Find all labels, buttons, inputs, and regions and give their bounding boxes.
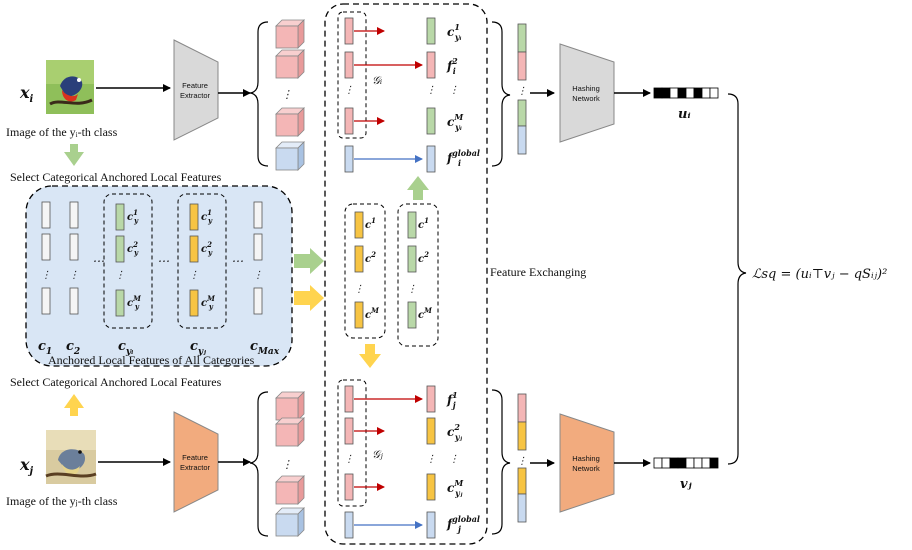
input-image-i	[46, 60, 94, 114]
svg-text:⋮: ⋮	[517, 86, 527, 97]
svg-text:⋮: ⋮	[354, 284, 364, 295]
svg-text:⋮: ⋮	[69, 270, 79, 281]
brace-left-top	[250, 22, 268, 166]
svg-text:…: …	[158, 251, 170, 265]
svg-text:Feature: Feature	[182, 81, 208, 90]
svg-text:⋮: ⋮	[449, 454, 459, 465]
svg-text:⋮: ⋮	[517, 456, 527, 467]
green-arrow-up	[407, 176, 429, 200]
svg-text:c1: c1	[418, 216, 429, 231]
svg-text:Hashing: Hashing	[572, 84, 600, 93]
svg-text:⋮: ⋮	[253, 270, 263, 281]
brace-right-top	[492, 22, 510, 166]
svg-text:⋮: ⋮	[282, 458, 293, 471]
green-arrow-right	[294, 248, 324, 274]
yellow-arrow-right	[294, 285, 324, 311]
svg-text:cM: cM	[365, 306, 379, 321]
svg-text:Extractor: Extractor	[180, 463, 211, 472]
svg-text:c2: c2	[418, 250, 429, 265]
code-label-v: vⱼ	[680, 477, 693, 492]
input-label-i: xi	[19, 83, 34, 105]
hashing-network-i: Hashing Network	[560, 44, 614, 142]
brace-left-bottom	[250, 392, 268, 536]
svg-text:Network: Network	[572, 464, 600, 473]
feature-cubes-j: ⋮	[276, 392, 304, 536]
feature-exchanging-label: Feature Exchanging	[490, 265, 586, 279]
yellow-arrow-down	[359, 344, 381, 368]
svg-text:⋮: ⋮	[282, 88, 293, 101]
hashing-network-j: Hashing Network	[560, 414, 614, 512]
svg-text:⋮: ⋮	[426, 454, 436, 465]
loss-formula: ℒsq = (uᵢ⊤vⱼ − qSᵢⱼ)²	[752, 267, 887, 282]
svg-text:c1: c1	[365, 216, 376, 231]
graph-label-i: 𝒢ᵢ	[372, 74, 382, 87]
svg-text:⋮: ⋮	[189, 270, 199, 281]
svg-text:…: …	[232, 251, 244, 265]
graph-label-j: 𝒢ⱼ	[372, 448, 383, 461]
hash-code-i	[654, 88, 718, 98]
concat-vector-i: ⋮	[517, 24, 527, 154]
svg-text:⋮: ⋮	[449, 85, 459, 96]
svg-text:⋮: ⋮	[426, 85, 436, 96]
svg-text:⋮: ⋮	[344, 85, 354, 96]
svg-text:c2: c2	[365, 250, 376, 265]
image-caption-i: Image of the yᵢ-th class	[6, 125, 118, 139]
feature-extractor-j: Feature Extractor	[174, 412, 218, 512]
input-label-j: xj	[19, 455, 34, 477]
brace-right-bottom	[492, 390, 510, 534]
input-image-j	[46, 430, 96, 484]
hash-code-j	[654, 458, 718, 468]
svg-text:…: …	[93, 251, 105, 265]
svg-text:⋮: ⋮	[407, 284, 417, 295]
svg-text:⋮: ⋮	[115, 270, 125, 281]
anchored-all-label: Anchored Local Features of All Categorie…	[48, 353, 255, 367]
svg-text:Feature: Feature	[182, 453, 208, 462]
svg-text:⋮: ⋮	[344, 454, 354, 465]
svg-text:⋮: ⋮	[41, 270, 51, 281]
svg-text:Network: Network	[572, 94, 600, 103]
select-label-top: Select Categorical Anchored Local Featur…	[10, 170, 222, 184]
brace-loss	[728, 94, 746, 464]
select-label-bottom: Select Categorical Anchored Local Featur…	[10, 375, 222, 389]
code-label-u: uᵢ	[678, 107, 691, 122]
feature-cubes-i: ⋮	[276, 20, 304, 170]
feature-extractor-i: Feature Extractor	[174, 40, 218, 140]
svg-text:cM: cM	[418, 306, 432, 321]
svg-text:Hashing: Hashing	[572, 454, 600, 463]
yellow-arrow-up	[64, 394, 84, 416]
svg-text:Extractor: Extractor	[180, 91, 211, 100]
concat-vector-j: ⋮	[517, 394, 527, 522]
image-caption-j: Image of the yⱼ-th class	[6, 494, 118, 508]
